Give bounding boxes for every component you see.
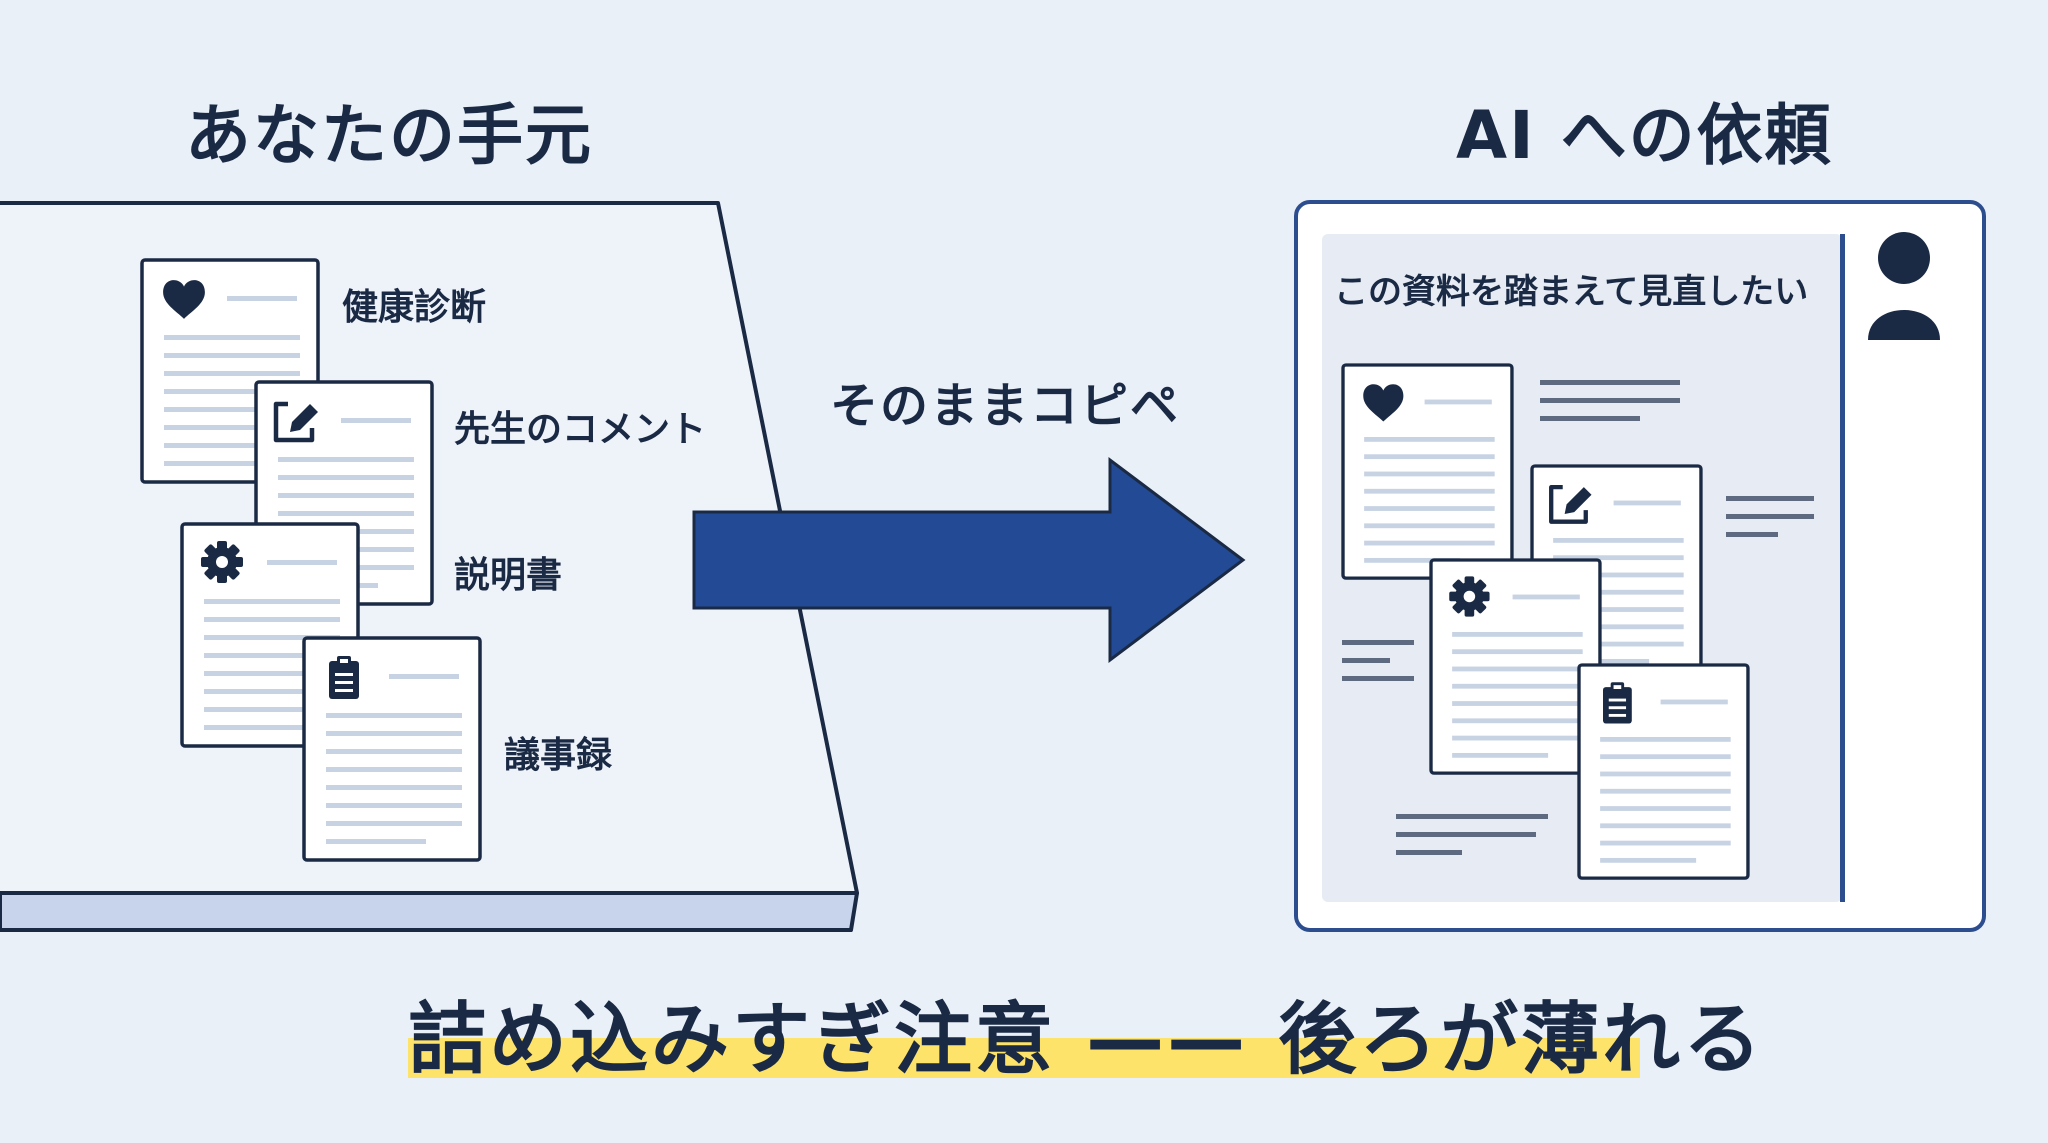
left-doc-minutes xyxy=(302,636,482,862)
right-title: AI への依頼 xyxy=(1456,97,1833,174)
user-avatar-icon xyxy=(1868,232,1940,340)
warning-text: 詰め込みすぎ注意 —— 後ろが薄れる xyxy=(408,995,1765,1085)
gear-icon xyxy=(201,541,243,583)
flow-arrow xyxy=(692,456,1246,664)
gear-icon xyxy=(1449,576,1490,617)
doc-label-health: 健康診断 xyxy=(342,287,487,328)
left-title: あなたの手元 xyxy=(185,97,593,174)
right-doc-health xyxy=(1341,363,1514,580)
right-doc-minutes xyxy=(1577,663,1750,880)
arrow-label: そのままコピペ xyxy=(830,378,1181,434)
doc-label-minutes: 議事録 xyxy=(504,735,613,776)
clipboard-icon xyxy=(1603,682,1632,724)
doc-label-comment: 先生のコメント xyxy=(454,409,707,450)
warning-highlight xyxy=(408,1038,1640,1078)
doc-label-manual: 説明書 xyxy=(454,555,563,596)
warning-banner: 詰め込みすぎ注意 —— 後ろが薄れる xyxy=(408,990,1764,1090)
right-doc-manual xyxy=(1429,558,1602,775)
text-line-group xyxy=(1342,380,1814,855)
prompt-text: この資料を踏まえて見直したい xyxy=(1334,272,1809,312)
clipboard-icon xyxy=(329,656,359,699)
